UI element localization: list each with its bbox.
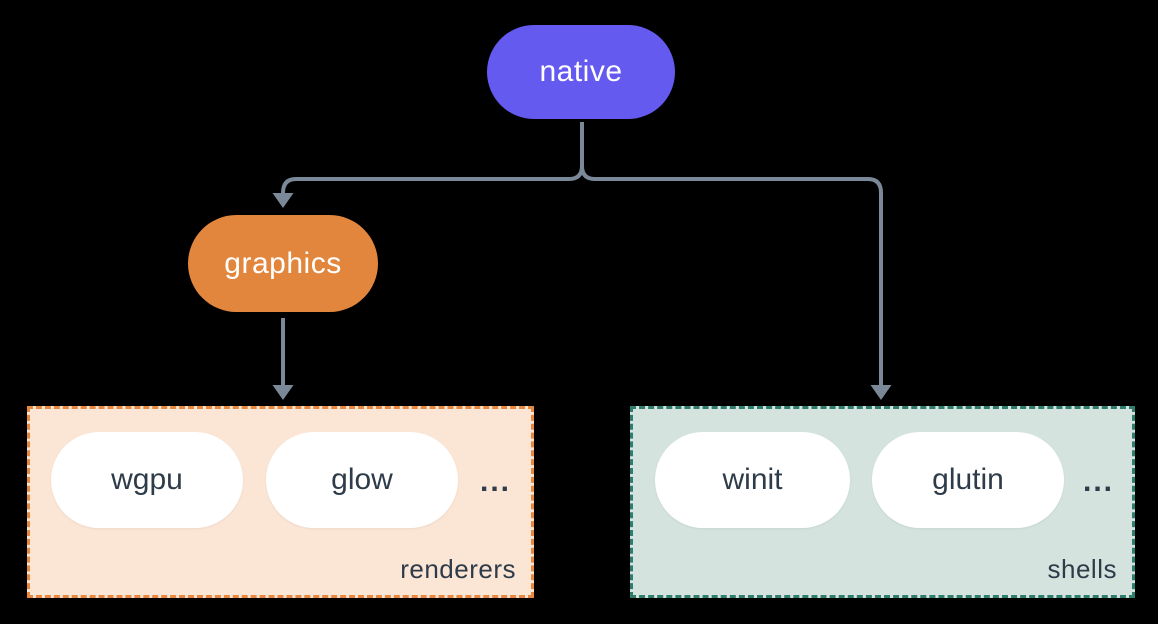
node-native: native <box>487 25 675 119</box>
node-winit: winit <box>655 432 850 528</box>
renderers-ellipsis: ... <box>480 465 512 498</box>
node-graphics: graphics <box>188 215 378 312</box>
connector-native-to-shells <box>580 122 883 386</box>
node-native-label: native <box>539 55 623 88</box>
group-renderers-label: renderers <box>400 554 516 584</box>
group-shells: winit glutin ... shells <box>630 406 1135 598</box>
node-wgpu-label: wgpu <box>111 463 183 496</box>
node-winit-label: winit <box>722 463 783 496</box>
node-glow: glow <box>266 432 458 528</box>
connector-native-to-graphics <box>281 122 584 194</box>
node-glutin-label: glutin <box>932 463 1004 496</box>
shells-ellipsis: ... <box>1083 465 1115 498</box>
node-wgpu: wgpu <box>51 432 243 528</box>
arrowhead-graphics <box>272 193 294 208</box>
node-glutin: glutin <box>872 432 1064 528</box>
arrowhead-renderers <box>272 385 294 400</box>
group-renderers: wgpu glow ... renderers <box>27 406 534 598</box>
group-shells-label: shells <box>1047 554 1117 584</box>
node-glow-label: glow <box>331 463 393 496</box>
node-graphics-label: graphics <box>224 246 342 280</box>
arrowhead-shells <box>870 385 892 400</box>
